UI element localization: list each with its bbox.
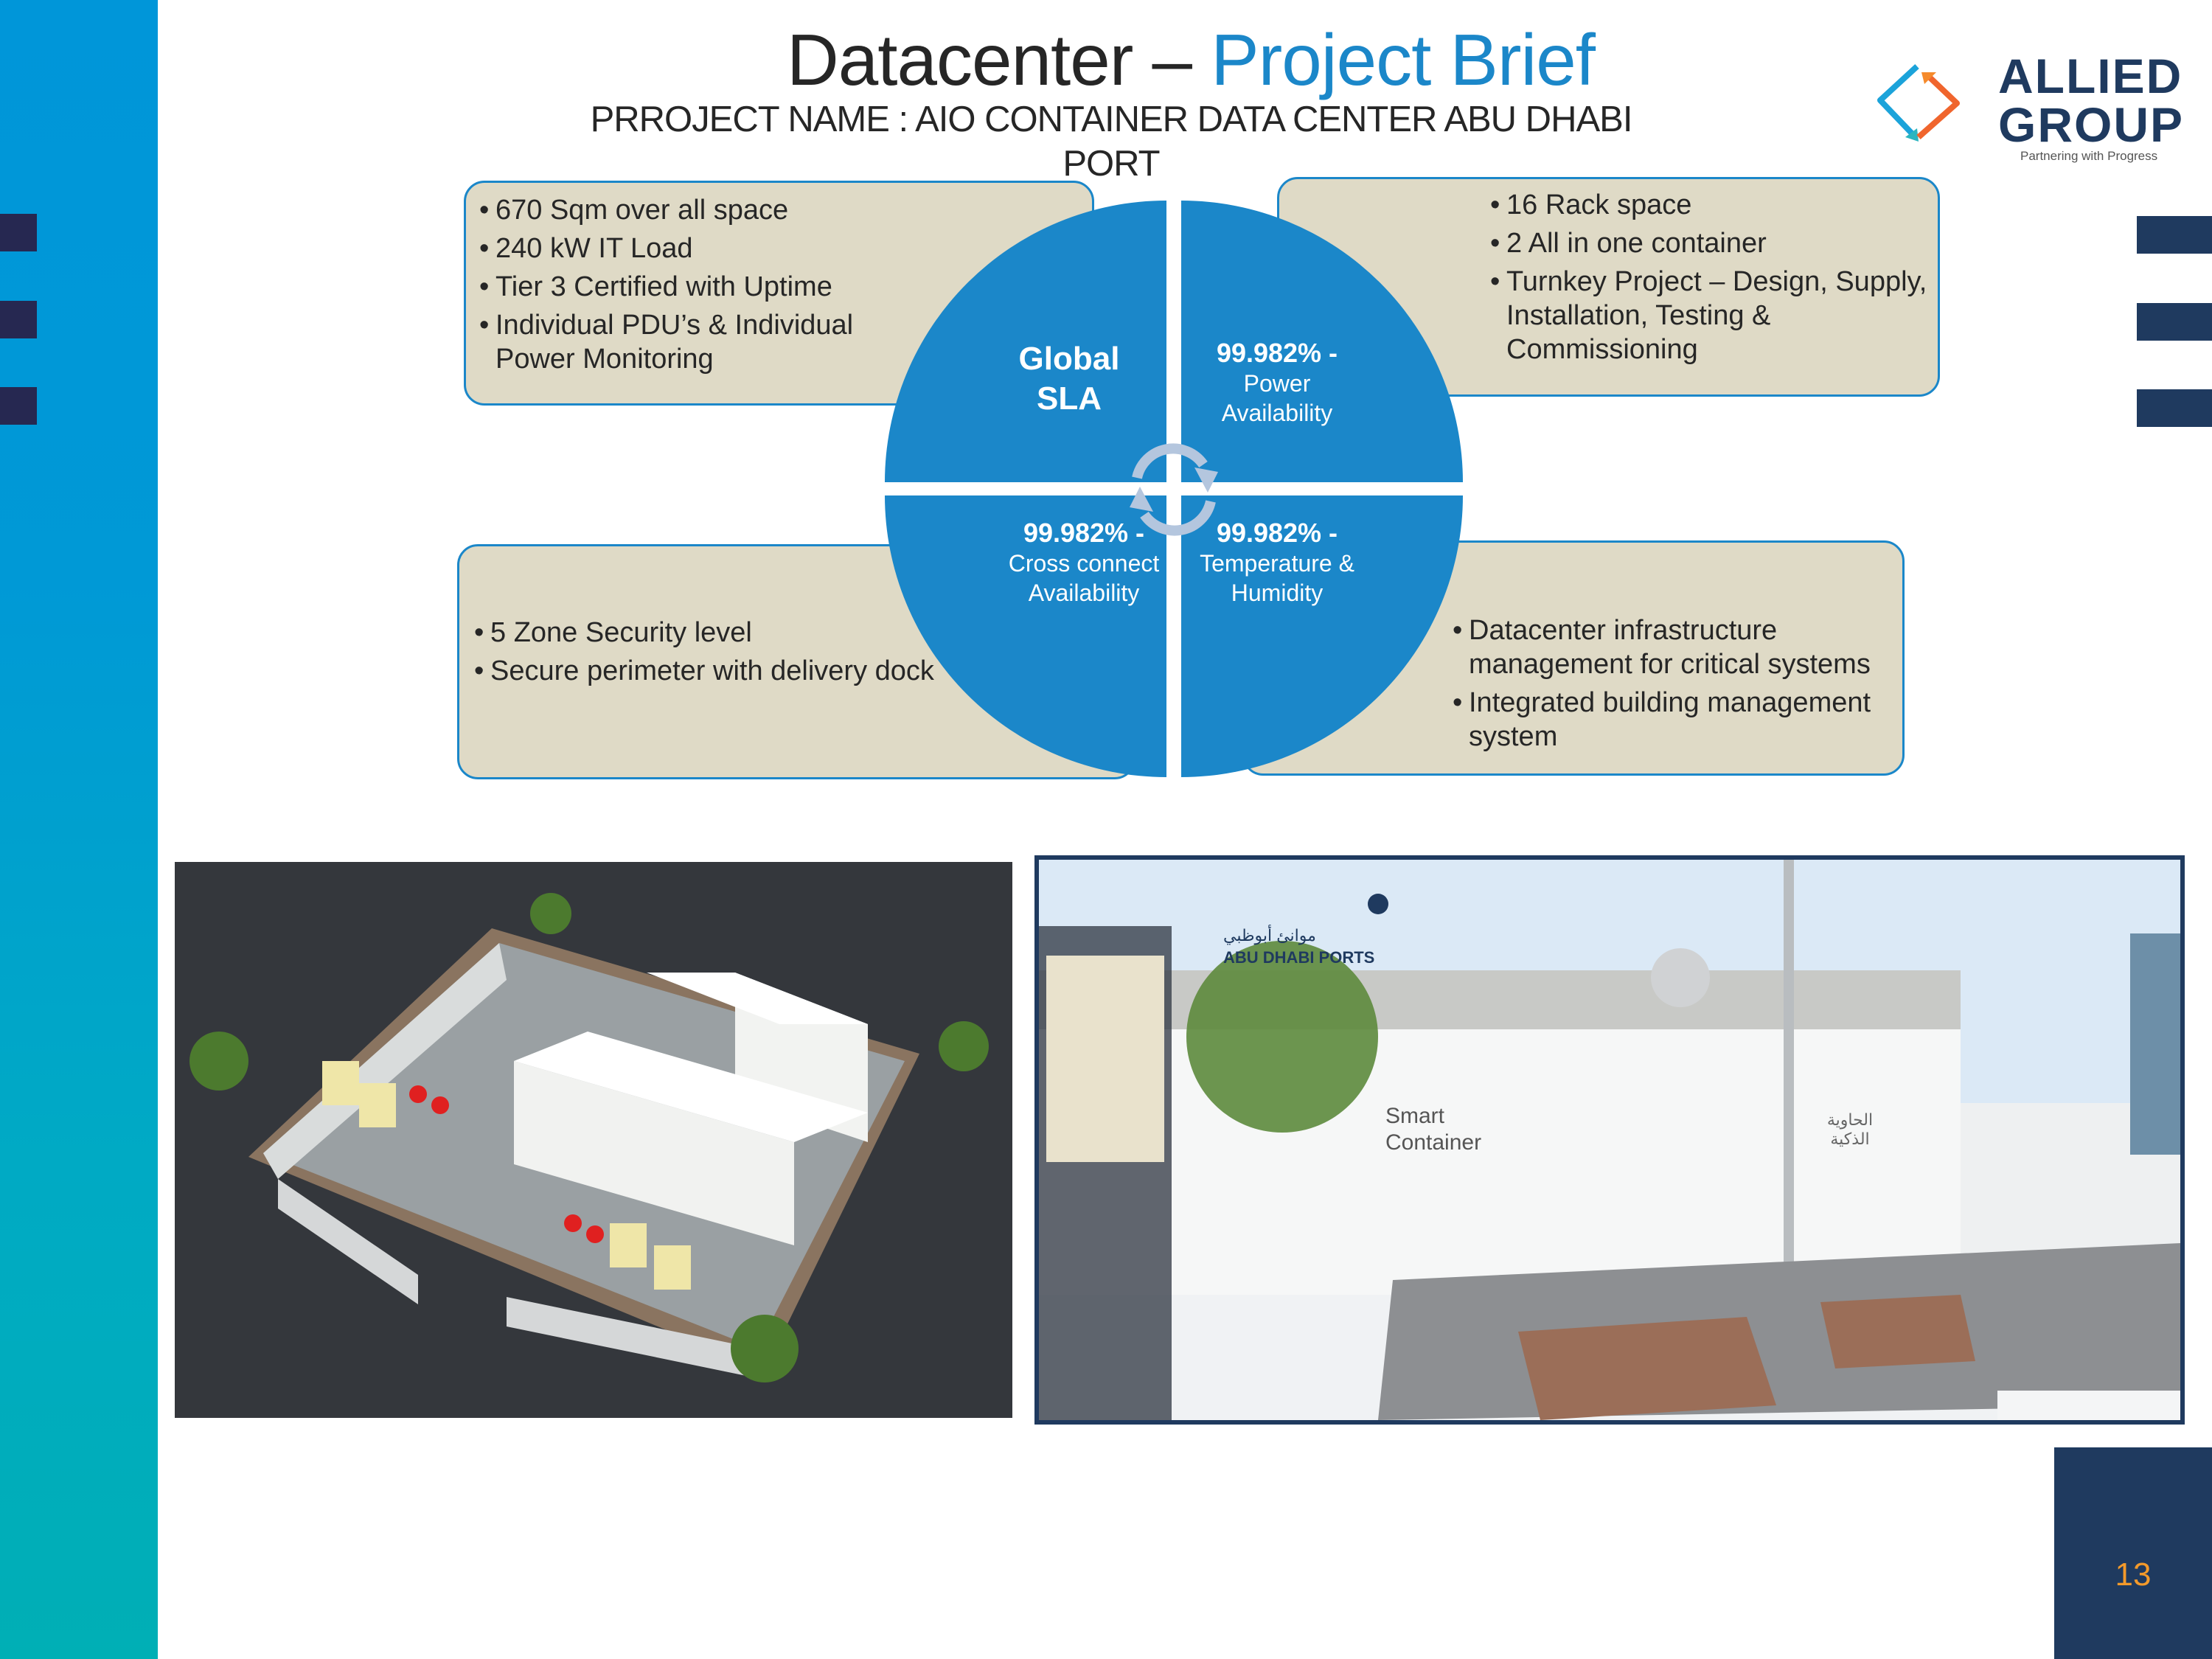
bullet-item: 16 Rack space [1490, 188, 1933, 222]
quadrant-cross-connect: 99.982% - Cross connect Availability [885, 495, 1166, 777]
bullet-item: Secure perimeter with delivery dock [474, 654, 946, 688]
left-accent-bar [0, 214, 37, 251]
project-name: PRROJECT NAME : AIO CONTAINER DATA CENTE… [590, 100, 1633, 184]
bullet-item: 2 All in one container [1490, 226, 1933, 260]
bullet-item: Integrated building management system [1453, 686, 1895, 754]
logo-word-group: GROUP [1998, 97, 2185, 152]
power-label: Power [1243, 370, 1311, 397]
container-photo-image [1039, 860, 2180, 1420]
page-title: Datacenter – Project Brief [0, 16, 2212, 103]
bullet-item: 240 kW IT Load [479, 232, 892, 265]
sla-circle: Global SLA 99.982% - Power Availability … [885, 201, 1463, 779]
title-accent: Project Brief [1211, 19, 1596, 100]
quadrant-global-sla: Global SLA [885, 201, 1166, 482]
info-box-top-left: 670 Sqm over all space 240 kW IT Load Ti… [464, 181, 1094, 406]
container-site-photo: ABU DHABI PORTS موانئ أبوظبي Smart Conta… [1034, 855, 2185, 1425]
cycle-arrows-icon [1130, 443, 1218, 536]
right-accent-bar [2137, 303, 2212, 341]
title-dark: Datacenter – [786, 19, 1211, 100]
sla-label-line1: Global [1018, 341, 1120, 377]
sidebar-gradient [0, 0, 158, 1659]
cross-connect-value: 99.982% - [1023, 518, 1145, 548]
power-label: Availability [1221, 400, 1333, 426]
abu-dhabi-ports-arabic: موانئ أبوظبي [1223, 926, 1316, 945]
cross-connect-label: Availability [1028, 580, 1140, 606]
site-render-image [175, 862, 1012, 1418]
sla-label-line2: SLA [1037, 380, 1102, 417]
page-number: 13 [2115, 1557, 2152, 1593]
quadrant-temperature: 99.982% - Temperature & Humidity [1181, 495, 1463, 777]
left-accent-bar [0, 301, 37, 338]
bullet-item: Individual PDU’s & Individual Power Moni… [479, 308, 892, 376]
temperature-value: 99.982% - [1216, 518, 1338, 548]
logo-tagline: Partnering with Progress [2020, 149, 2158, 163]
right-accent-bar [2137, 389, 2212, 427]
bullet-item: Turnkey Project – Design, Supply, Instal… [1490, 265, 1933, 366]
power-value: 99.982% - [1216, 338, 1338, 368]
allied-group-logo: ALLIED GROUP Partnering with Progress [1873, 52, 2190, 170]
abu-dhabi-ports-label: ABU DHABI PORTS [1223, 948, 1375, 967]
temperature-label: Temperature & [1200, 550, 1354, 577]
quadrant-power: 99.982% - Power Availability [1181, 201, 1463, 482]
site-render-photo [175, 862, 1012, 1418]
smart-container-label: Smart Container [1385, 1104, 1482, 1155]
temperature-label: Humidity [1231, 580, 1324, 606]
smart-container-arabic: الحاوية الذكية [1826, 1110, 1874, 1148]
logo-word-allied: ALLIED [1998, 49, 2183, 103]
right-accent-bar [2137, 216, 2212, 254]
bullet-item: 5 Zone Security level [474, 616, 946, 650]
bullet-item: Datacenter infrastructure management for… [1453, 613, 1895, 681]
cross-connect-label: Cross connect [1008, 550, 1160, 577]
bullet-item: Tier 3 Certified with Uptime [479, 270, 892, 304]
info-box-top-right: 16 Rack space 2 All in one container Tur… [1277, 177, 1940, 397]
bullet-item: 670 Sqm over all space [479, 193, 892, 227]
allied-arrows-icon [1877, 64, 1960, 142]
left-accent-bar [0, 387, 37, 425]
page-number-box: 13 [2054, 1447, 2212, 1659]
